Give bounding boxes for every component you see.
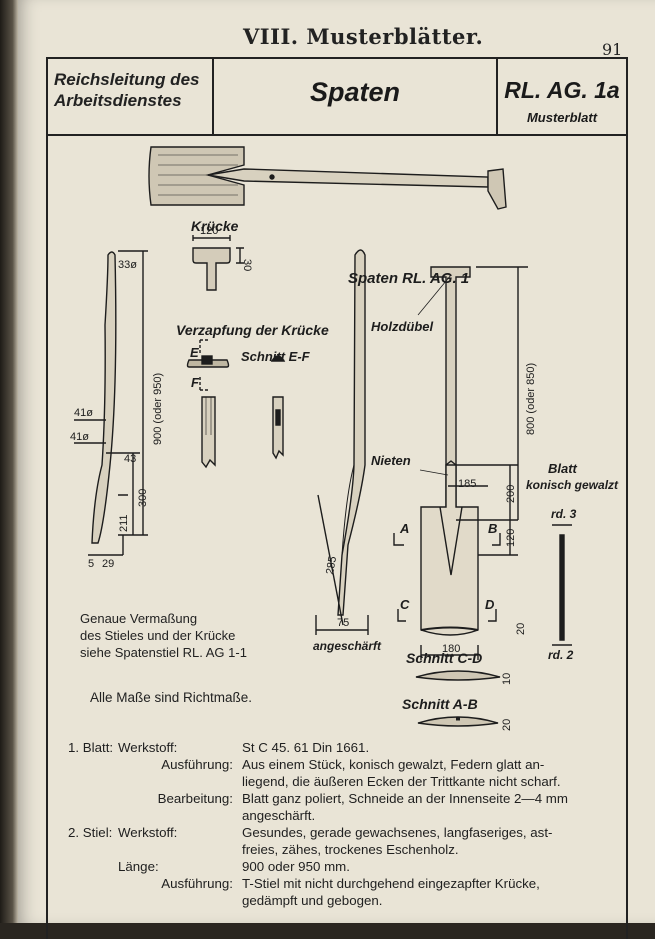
mark-f: F [191, 375, 200, 390]
mark-a: A [399, 521, 409, 536]
spade-profile-drawing [315, 249, 369, 635]
dim-200: 200 [505, 485, 517, 503]
sheet-title: Spaten [309, 77, 401, 107]
dim-120b: 120 [505, 529, 517, 547]
label-rd2: rd. 2 [548, 648, 574, 662]
label-nieten: Nieten [371, 453, 411, 468]
mark-c: C [400, 597, 410, 612]
book-page: VIII. Musterblätter. 91 Reichsleitung de… [18, 0, 655, 939]
spade-front-view-drawing [393, 266, 528, 660]
dim-285: 285 [324, 555, 339, 575]
dim-33: 33ø [118, 259, 137, 271]
label-holzduebel: Holzdübel [371, 319, 433, 334]
section-ab-drawing [417, 716, 499, 727]
dim-900: 900 (oder 950) [152, 373, 164, 445]
dim-43: 43 [124, 453, 136, 465]
note-line-1: Genaue Vermaßung [80, 611, 198, 626]
specification-list: 1. Blatt: Werkstoff: St C 45. 61 Din 166… [68, 739, 618, 909]
dimension-note: Genaue Vermaßung des Stieles und der Krü… [80, 610, 247, 661]
mark-e: E [190, 345, 199, 360]
label-section-cd: Schnitt C-D [406, 650, 482, 666]
label-blatt: Blatt [548, 461, 578, 476]
spec-stiel-werkstoff: 2. Stiel: Werkstoff: Gesundes, gerade ge… [68, 825, 553, 840]
sheet-code-subtitle: Musterblatt [526, 110, 598, 125]
title-block-code: RL. AG. 1a Musterblatt [498, 59, 626, 134]
dim-41a: 41ø [74, 407, 93, 419]
dim-185: 185 [458, 478, 476, 490]
tenon-joint-detail [186, 339, 286, 469]
dim-30: 30 [241, 259, 253, 271]
spade-side-view-drawing [148, 146, 507, 210]
spec-stiel-laenge: Länge: 900 oder 950 mm. [118, 859, 350, 874]
sheet-code: RL. AG. 1a [504, 77, 620, 103]
title-block-title: Spaten [214, 59, 498, 134]
label-angeschaerft: angeschärft [313, 639, 382, 653]
note-line-3: siehe Spatenstiel RL. AG 1-1 [80, 645, 247, 660]
dim-120: 120 [200, 225, 218, 237]
mark-b: B [488, 521, 497, 536]
mark-d: D [485, 597, 495, 612]
dim-10: 10 [501, 673, 513, 685]
measures-note: Alle Maße sind Richtmaße. [90, 690, 253, 705]
org-line-2: Arbeitsdienstes [54, 91, 182, 110]
dim-29: 29 [102, 558, 114, 570]
note-line-2: des Stieles und der Krücke [80, 628, 236, 643]
section-cd-drawing [415, 670, 501, 681]
running-head: VIII. Musterblätter. [243, 24, 484, 49]
label-kruecke: Krücke [191, 218, 239, 234]
title-block: Reichsleitung des Arbeitsdienstes Spaten… [48, 59, 626, 136]
dim-800: 800 (oder 850) [525, 363, 537, 435]
label-konisch: konisch gewalzt [526, 478, 619, 492]
title-block-organisation: Reichsleitung des Arbeitsdienstes [48, 59, 214, 134]
label-rd3: rd. 3 [551, 507, 577, 521]
label-verzapfung: Verzapfung der Krücke [176, 322, 329, 338]
dim-20a: 20 [515, 623, 527, 635]
book-spine-shadow [0, 0, 18, 923]
blade-thickness-drawing [552, 524, 572, 646]
dim-75: 75 [337, 617, 349, 629]
dim-211: 211 [118, 514, 130, 532]
org-line-1: Reichsleitung des [54, 70, 200, 89]
pattern-sheet: Reichsleitung des Arbeitsdienstes Spaten… [46, 57, 628, 939]
dim-41b: 41ø [70, 431, 89, 443]
page-number: 91 [602, 40, 623, 59]
shaft-profile-drawing [74, 250, 148, 556]
label-section-ef: Schnitt E-F [241, 349, 311, 364]
dim-300: 300 [137, 489, 149, 507]
dim-5: 5 [88, 558, 94, 570]
spec-blatt-ausfuehrung: Ausführung: Aus einem Stück, konisch gew… [161, 757, 545, 772]
handle-crossbar-detail [192, 235, 244, 291]
technical-drawing: Spaten RL. AG. 1 Krücke 120 30 Verzapfun… [70, 146, 619, 731]
dim-180: 180 [442, 643, 460, 655]
spec-stiel-ausfuehrung: Ausführung: T-Stiel mit nicht durchgehen… [161, 876, 540, 891]
spec-blatt-bearbeitung: Bearbeitung: Blatt ganz poliert, Schneid… [157, 791, 568, 806]
label-section-ab: Schnitt A-B [402, 696, 478, 712]
dim-20b: 20 [501, 719, 513, 731]
caption-main: Spaten RL. AG. 1 [348, 270, 469, 287]
spec-blatt-werkstoff: 1. Blatt: Werkstoff: St C 45. 61 Din 166… [68, 740, 370, 755]
